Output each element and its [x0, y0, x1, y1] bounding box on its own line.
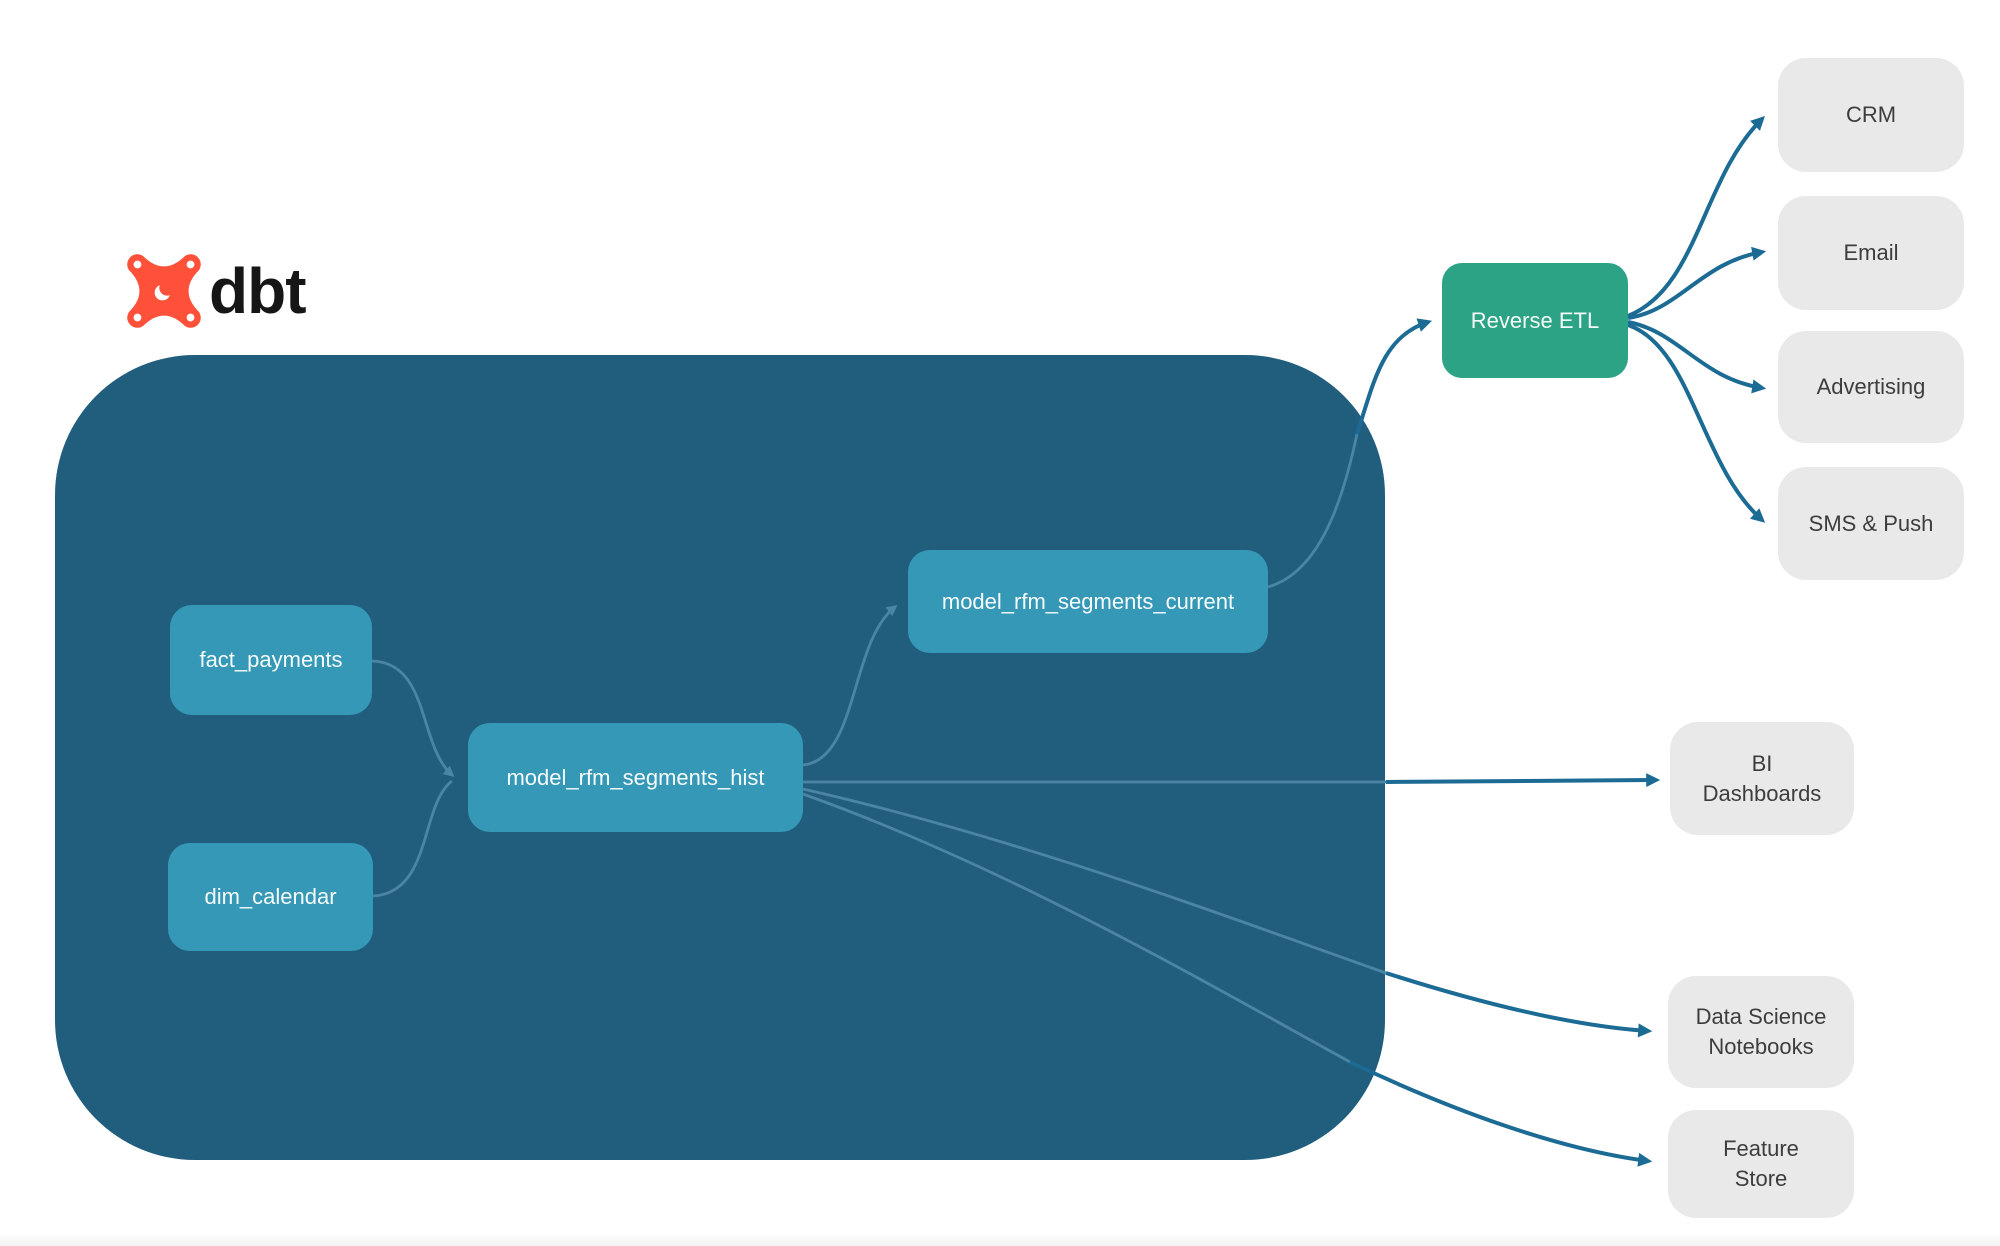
node-dim-calendar-label: dim_calendar — [204, 884, 337, 910]
edge-container-to-feature-store — [1349, 1060, 1653, 1167]
node-email-label: Email — [1843, 240, 1899, 266]
edge-reverse-etl-to-email — [1627, 246, 1767, 320]
edge-reverse-etl-to-sms-push — [1627, 323, 1766, 523]
node-advertising: Advertising — [1778, 331, 1964, 443]
node-dim-calendar: dim_calendar — [168, 843, 373, 951]
node-fact-payments-label: fact_payments — [199, 647, 343, 673]
node-data-science-notebooks-label: Data Science Notebooks — [1695, 1004, 1827, 1059]
edge-container-to-bi-dashboards — [1385, 773, 1661, 788]
node-reverse-etl: Reverse ETL — [1442, 263, 1628, 378]
node-model-rfm-segments-hist: model_rfm_segments_hist — [468, 723, 803, 832]
node-feature-store: Feature Store — [1668, 1110, 1854, 1218]
node-feature-store-label: Feature Store — [1723, 1136, 1799, 1191]
node-crm-label: CRM — [1845, 102, 1897, 128]
node-model-rfm-segments-current-label: model_rfm_segments_current — [941, 588, 1235, 614]
node-fact-payments: fact_payments — [170, 605, 372, 715]
node-data-science-notebooks: Data Science Notebooks — [1668, 976, 1854, 1088]
dbt-logo-icon — [127, 254, 201, 328]
edge-current-to-container-exit — [1267, 433, 1359, 589]
bottom-edge-shadow — [0, 1232, 2000, 1246]
edge-hist-to-feature-store-inside — [802, 792, 1351, 1064]
edge-fact-payments-to-hist — [371, 659, 455, 778]
node-email: Email — [1778, 196, 1964, 310]
node-advertising-label: Advertising — [1816, 374, 1926, 400]
dbt-logo-text: dbt — [209, 255, 306, 327]
edge-hist-to-notebooks-inside — [802, 787, 1387, 975]
node-model-rfm-segments-hist-label: model_rfm_segments_hist — [506, 764, 765, 790]
node-sms-push-label: SMS & Push — [1808, 510, 1934, 536]
edge-reverse-etl-to-crm — [1627, 116, 1765, 318]
edge-container-to-notebooks — [1385, 971, 1653, 1038]
edge-dim-calendar-to-hist — [372, 779, 453, 898]
node-reverse-etl-label: Reverse ETL — [1470, 307, 1600, 333]
edge-hist-to-current — [802, 604, 898, 767]
node-model-rfm-segments-current: model_rfm_segments_current — [908, 550, 1268, 653]
node-crm: CRM — [1778, 58, 1964, 172]
edge-container-to-reverse-etl — [1355, 318, 1432, 435]
edge-reverse-etl-to-advertising — [1627, 320, 1767, 394]
node-bi-dashboards-label: BI Dashboards — [1702, 750, 1822, 806]
dbt-logo: dbt — [125, 252, 306, 330]
node-sms-push: SMS & Push — [1778, 467, 1964, 580]
node-bi-dashboards: BI Dashboards — [1670, 722, 1854, 835]
